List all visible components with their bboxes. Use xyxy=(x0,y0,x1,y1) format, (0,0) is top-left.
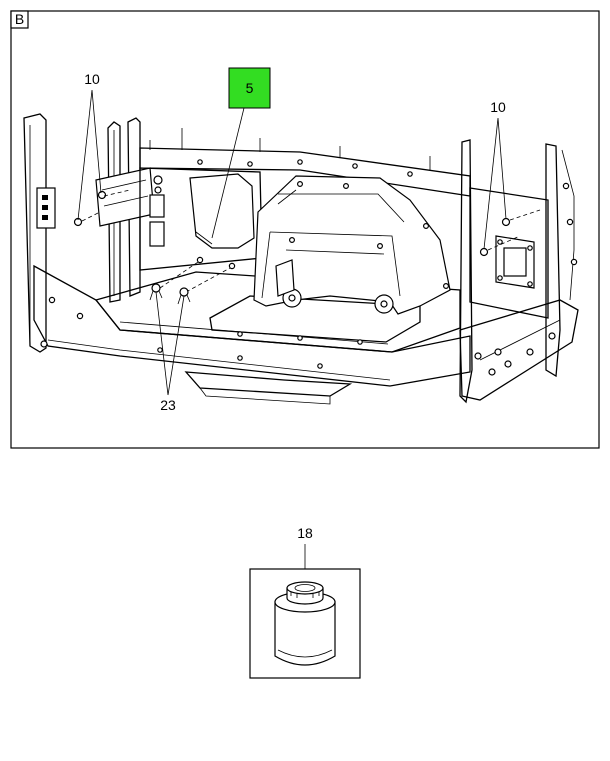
leader-23 xyxy=(155,291,185,396)
chassis-assembly-drawing xyxy=(23,113,579,405)
view-label: B xyxy=(15,11,24,27)
callout-18-text: 18 xyxy=(297,525,313,541)
leader-10-left xyxy=(77,89,102,221)
callout-10-right: 10 xyxy=(483,99,507,250)
callout-5-text: 5 xyxy=(246,80,254,96)
leader-5 xyxy=(211,107,245,239)
callout-23-text: 23 xyxy=(160,397,176,413)
callout-5: 5 xyxy=(211,67,271,239)
callout-10-left-text: 10 xyxy=(84,71,100,87)
view-label-box xyxy=(10,10,29,29)
bolt-23-a xyxy=(149,283,163,301)
sealant-can-icon xyxy=(274,581,336,666)
callout-10-left: 10 xyxy=(77,71,102,221)
view-frame xyxy=(10,10,600,449)
callout-10-right-text: 10 xyxy=(490,99,506,115)
callout-5-highlight xyxy=(228,67,271,109)
accessory-18: 18 xyxy=(249,525,361,679)
callout-23: 23 xyxy=(155,291,185,413)
leader-10-right xyxy=(483,117,507,250)
